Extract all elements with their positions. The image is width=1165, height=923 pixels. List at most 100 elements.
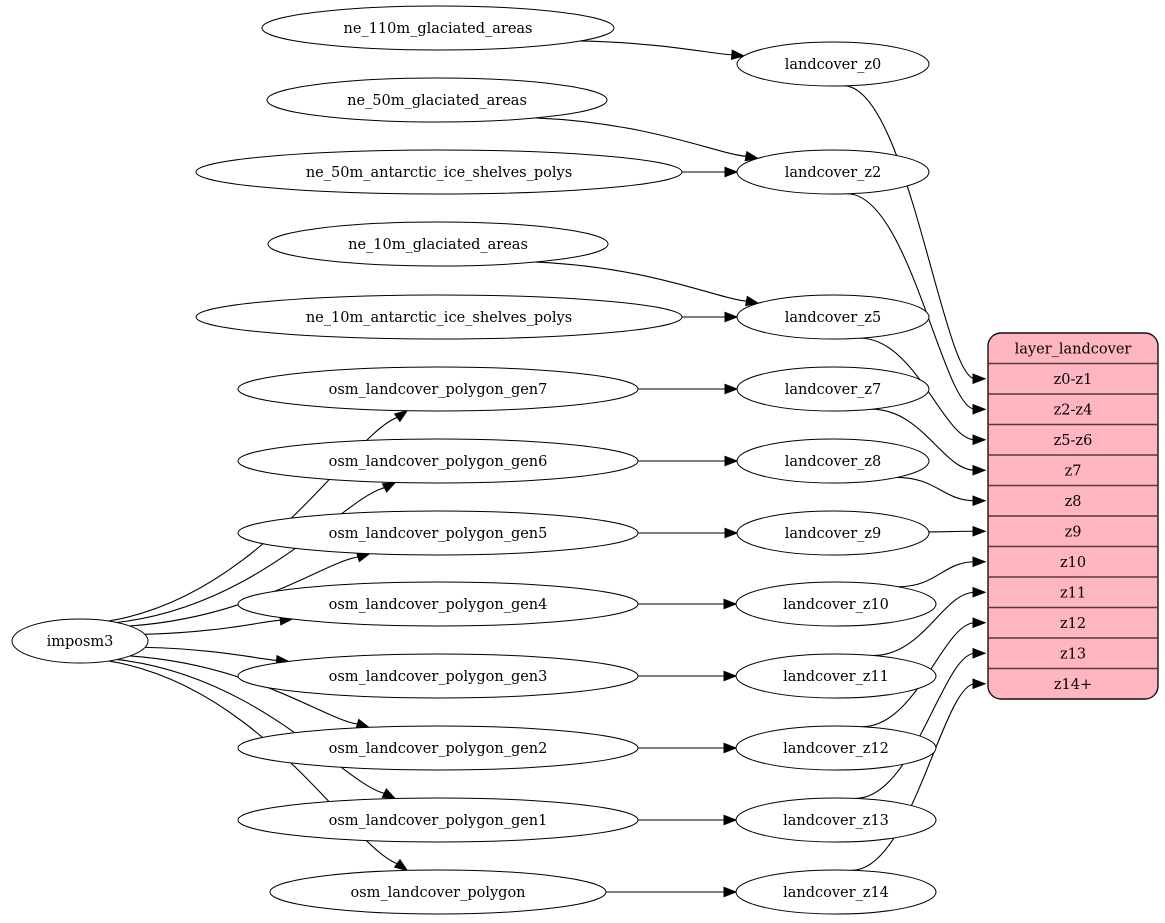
node-ne_110m_glaciated_areas[interactable]: ne_110m_glaciated_areas xyxy=(261,5,615,51)
node-label: landcover_z8 xyxy=(785,454,882,470)
layer-landcover-table: layer_landcover z0-z1 z2-z4 z5-z6 z7 z8 z9 z10 z… xyxy=(987,332,1159,700)
table-row-z11[interactable]: z11 xyxy=(1060,585,1086,601)
node-landcover_z2[interactable]: landcover_z2 xyxy=(736,149,930,195)
node-label: osm_landcover_polygon xyxy=(350,885,525,901)
node-landcover_z12[interactable]: landcover_z12 xyxy=(735,725,937,771)
table-row-z13[interactable]: z13 xyxy=(1060,646,1086,662)
node-label: landcover_z0 xyxy=(785,57,882,73)
edge xyxy=(843,85,976,380)
node-osm_landcover_polygon_gen6[interactable]: osm_landcover_polygon_gen6 xyxy=(237,438,639,484)
edge-arrowhead xyxy=(972,525,987,537)
edge-arrowhead xyxy=(724,527,739,539)
edge-arrowhead xyxy=(972,495,987,507)
node-osm_landcover_polygon_gen2[interactable]: osm_landcover_polygon_gen2 xyxy=(237,725,639,771)
node-landcover_z9[interactable]: landcover_z9 xyxy=(736,510,930,556)
node-label: ne_10m_antarctic_ice_shelves_polys xyxy=(306,310,572,326)
table-row-label: z7 xyxy=(1065,463,1082,479)
node-ne_10m_glaciated_areas[interactable]: ne_10m_glaciated_areas xyxy=(267,221,609,267)
node-shape xyxy=(736,438,930,484)
node-osm_landcover_polygon_gen4[interactable]: osm_landcover_polygon_gen4 xyxy=(237,581,639,627)
edge xyxy=(898,561,976,588)
edge-arrowhead xyxy=(745,295,760,307)
node-landcover_z11[interactable]: landcover_z11 xyxy=(735,653,937,699)
node-shape xyxy=(237,438,639,484)
table-row-z10[interactable]: z10 xyxy=(1060,555,1086,571)
node-shape xyxy=(11,618,149,664)
edge xyxy=(928,530,976,533)
edge xyxy=(144,619,282,635)
table-row-label: z12 xyxy=(1060,616,1086,632)
node-shape xyxy=(736,366,930,412)
edge-arrowhead xyxy=(972,617,987,629)
edge xyxy=(129,556,360,627)
node-label: landcover_z12 xyxy=(783,741,889,757)
node-label: osm_landcover_polygon_gen4 xyxy=(329,597,548,613)
table-header-label: layer_landcover xyxy=(1015,341,1132,357)
node-ne_50m_glaciated_areas[interactable]: ne_50m_glaciated_areas xyxy=(266,77,608,123)
table-row-label: z8 xyxy=(1065,494,1082,510)
edge xyxy=(535,261,748,302)
table-row-label: z11 xyxy=(1060,585,1086,601)
edge-arrowhead xyxy=(972,586,987,598)
edge-arrowhead xyxy=(724,311,739,323)
node-shape xyxy=(736,510,930,556)
edge-arrowhead xyxy=(724,383,739,395)
table-row-label: z2-z4 xyxy=(1054,402,1093,418)
node-shape xyxy=(267,221,609,267)
edge-arrowhead xyxy=(972,556,987,568)
node-landcover_z10[interactable]: landcover_z10 xyxy=(735,581,937,627)
node-shape xyxy=(736,149,930,195)
node-osm_landcover_polygon[interactable]: osm_landcover_polygon xyxy=(269,869,607,915)
node-imposm3[interactable]: imposm3 xyxy=(11,618,149,664)
node-shape xyxy=(266,77,608,123)
node-label: osm_landcover_polygon_gen3 xyxy=(329,669,548,685)
table-row-z2-z4[interactable]: z2-z4 xyxy=(1054,402,1093,418)
node-ne_50m_antarctic_ice_shelves_polys[interactable]: ne_50m_antarctic_ice_shelves_polys xyxy=(195,149,683,195)
table-row-z8[interactable]: z8 xyxy=(1065,494,1082,510)
node-label: landcover_z7 xyxy=(785,382,882,398)
edge-arrowhead xyxy=(972,647,987,659)
node-landcover_z14[interactable]: landcover_z14 xyxy=(735,869,937,915)
node-shape xyxy=(735,653,937,699)
node-label: landcover_z10 xyxy=(783,597,889,613)
node-shape xyxy=(237,366,639,412)
table-row-z7[interactable]: z7 xyxy=(1065,463,1082,479)
edge-arrowhead xyxy=(972,403,987,415)
node-shape xyxy=(237,510,639,556)
table-row-z12[interactable]: z12 xyxy=(1060,616,1086,632)
edges-layer xyxy=(108,40,987,898)
node-shape xyxy=(735,725,937,771)
node-label: osm_landcover_polygon_gen5 xyxy=(329,526,548,542)
node-label: ne_10m_glaciated_areas xyxy=(348,237,528,253)
node-label: imposm3 xyxy=(47,634,114,650)
node-label: osm_landcover_polygon_gen2 xyxy=(329,741,548,757)
node-osm_landcover_polygon_gen7[interactable]: osm_landcover_polygon_gen7 xyxy=(237,366,639,412)
node-label: ne_50m_antarctic_ice_shelves_polys xyxy=(306,165,572,181)
node-osm_landcover_polygon_gen5[interactable]: osm_landcover_polygon_gen5 xyxy=(237,510,639,556)
edge-arrowhead xyxy=(393,409,409,423)
node-shape xyxy=(237,653,639,699)
node-landcover_z5[interactable]: landcover_z5 xyxy=(736,294,930,340)
edge-arrowhead xyxy=(723,742,738,754)
edge xyxy=(108,660,399,865)
table-row-z0-z1[interactable]: z0-z1 xyxy=(1054,372,1093,388)
node-shape xyxy=(736,294,930,340)
nodes-layer: imposm3 ne_110m_glaciated_areas ne_50m_gla… xyxy=(11,5,937,915)
edge-arrowhead xyxy=(723,886,738,898)
node-landcover_z0[interactable]: landcover_z0 xyxy=(736,41,930,87)
table-row-label: z10 xyxy=(1060,555,1086,571)
edge-arrowhead xyxy=(972,464,987,476)
node-landcover_z8[interactable]: landcover_z8 xyxy=(736,438,930,484)
edge-arrowhead xyxy=(744,150,760,162)
node-landcover_z13[interactable]: landcover_z13 xyxy=(735,797,937,843)
table-row-z9[interactable]: z9 xyxy=(1065,524,1082,540)
table-row-z5-z6[interactable]: z5-z6 xyxy=(1054,433,1093,449)
node-landcover_z7[interactable]: landcover_z7 xyxy=(736,366,930,412)
node-label: landcover_z9 xyxy=(785,526,882,542)
node-osm_landcover_polygon_gen3[interactable]: osm_landcover_polygon_gen3 xyxy=(237,653,639,699)
node-osm_landcover_polygon_gen1[interactable]: osm_landcover_polygon_gen1 xyxy=(237,797,639,843)
table-row-z14+[interactable]: z14+ xyxy=(1054,677,1092,693)
node-shape xyxy=(237,581,639,627)
node-ne_10m_antarctic_ice_shelves_polys[interactable]: ne_10m_antarctic_ice_shelves_polys xyxy=(195,294,683,340)
edge xyxy=(873,591,976,657)
